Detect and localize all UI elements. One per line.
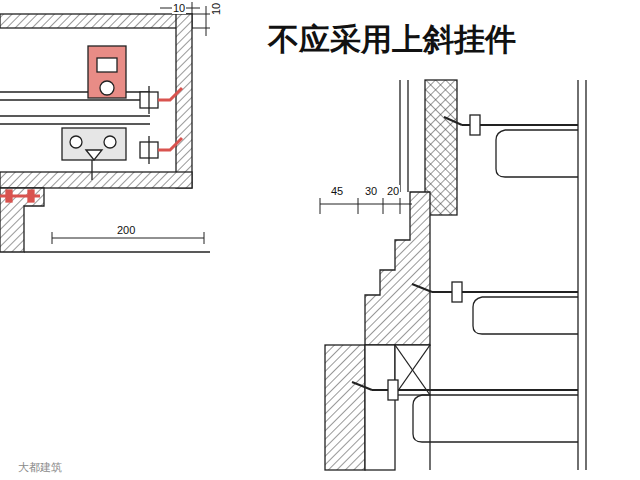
bracket-slot: [97, 58, 117, 72]
dimension-tick: [320, 198, 321, 214]
dimension-tick: [204, 232, 205, 244]
side-wall: [176, 14, 192, 188]
cross-line: [395, 345, 430, 395]
left-section: [0, 2, 210, 252]
dimension-tick: [400, 198, 401, 214]
stepped-stone: [365, 192, 430, 345]
bolt-hole: [100, 81, 114, 95]
upward-hook: [158, 138, 182, 150]
bolt-shank: [148, 86, 149, 114]
channel: [413, 395, 578, 442]
dimension-line: [206, 6, 207, 36]
rail-line: [0, 99, 150, 100]
dimension-tick: [52, 232, 53, 244]
wall-line: [429, 395, 430, 470]
cross-line: [395, 345, 430, 395]
top-wall: [0, 14, 192, 28]
stone-base: [0, 188, 44, 252]
dimension: 10: [210, 2, 222, 16]
dimension-tick: [383, 198, 384, 214]
stone-lower: [325, 345, 365, 470]
upward-pin: [352, 382, 372, 390]
bottom-wall: [0, 172, 192, 188]
rail-line: [0, 91, 150, 92]
upward-hook: [158, 88, 182, 100]
red-bracket: [88, 46, 126, 98]
anchor: [444, 115, 578, 177]
structure-line: [585, 80, 586, 470]
bolt-head: [70, 136, 82, 148]
dimension: 45: [330, 185, 344, 197]
anchor-bolt: [388, 380, 398, 400]
watermark: 大都建筑: [18, 462, 62, 474]
channel: [496, 130, 578, 177]
anchor: [412, 282, 578, 334]
anchor-bolt: [452, 282, 462, 302]
extension-line: [192, 14, 210, 15]
dimension: 30: [364, 185, 378, 197]
dimension: 200: [116, 224, 136, 236]
structure-line: [577, 80, 578, 470]
filler-block: [395, 345, 430, 395]
red-nut: [6, 190, 12, 202]
rail-line: [0, 115, 150, 116]
dimension-line: [320, 204, 412, 205]
right-section: [320, 80, 586, 470]
dimension-line: [52, 238, 204, 239]
anchor-bolt: [470, 115, 480, 135]
red-nut: [28, 190, 34, 202]
dimension: 10: [172, 2, 186, 14]
wall-line: [407, 80, 408, 192]
edge-line: [24, 251, 210, 252]
bolt-shank: [91, 160, 92, 180]
gap: [365, 345, 395, 470]
upward-pin: [412, 284, 432, 292]
extension-line: [192, 28, 210, 29]
nut-symbol: [86, 150, 102, 160]
dimension-tick: [358, 198, 359, 214]
upward-pin: [444, 117, 462, 125]
bolt-head: [104, 136, 116, 148]
gray-bracket: [62, 128, 126, 160]
title: 不应采用上斜挂件: [268, 22, 516, 56]
wall-line: [399, 80, 400, 192]
bolt-shank: [148, 136, 149, 164]
anchor: [352, 380, 578, 442]
rail-line: [0, 123, 150, 124]
anchor-plate: [372, 389, 578, 391]
dimension: 20: [386, 185, 400, 197]
channel: [473, 297, 578, 334]
